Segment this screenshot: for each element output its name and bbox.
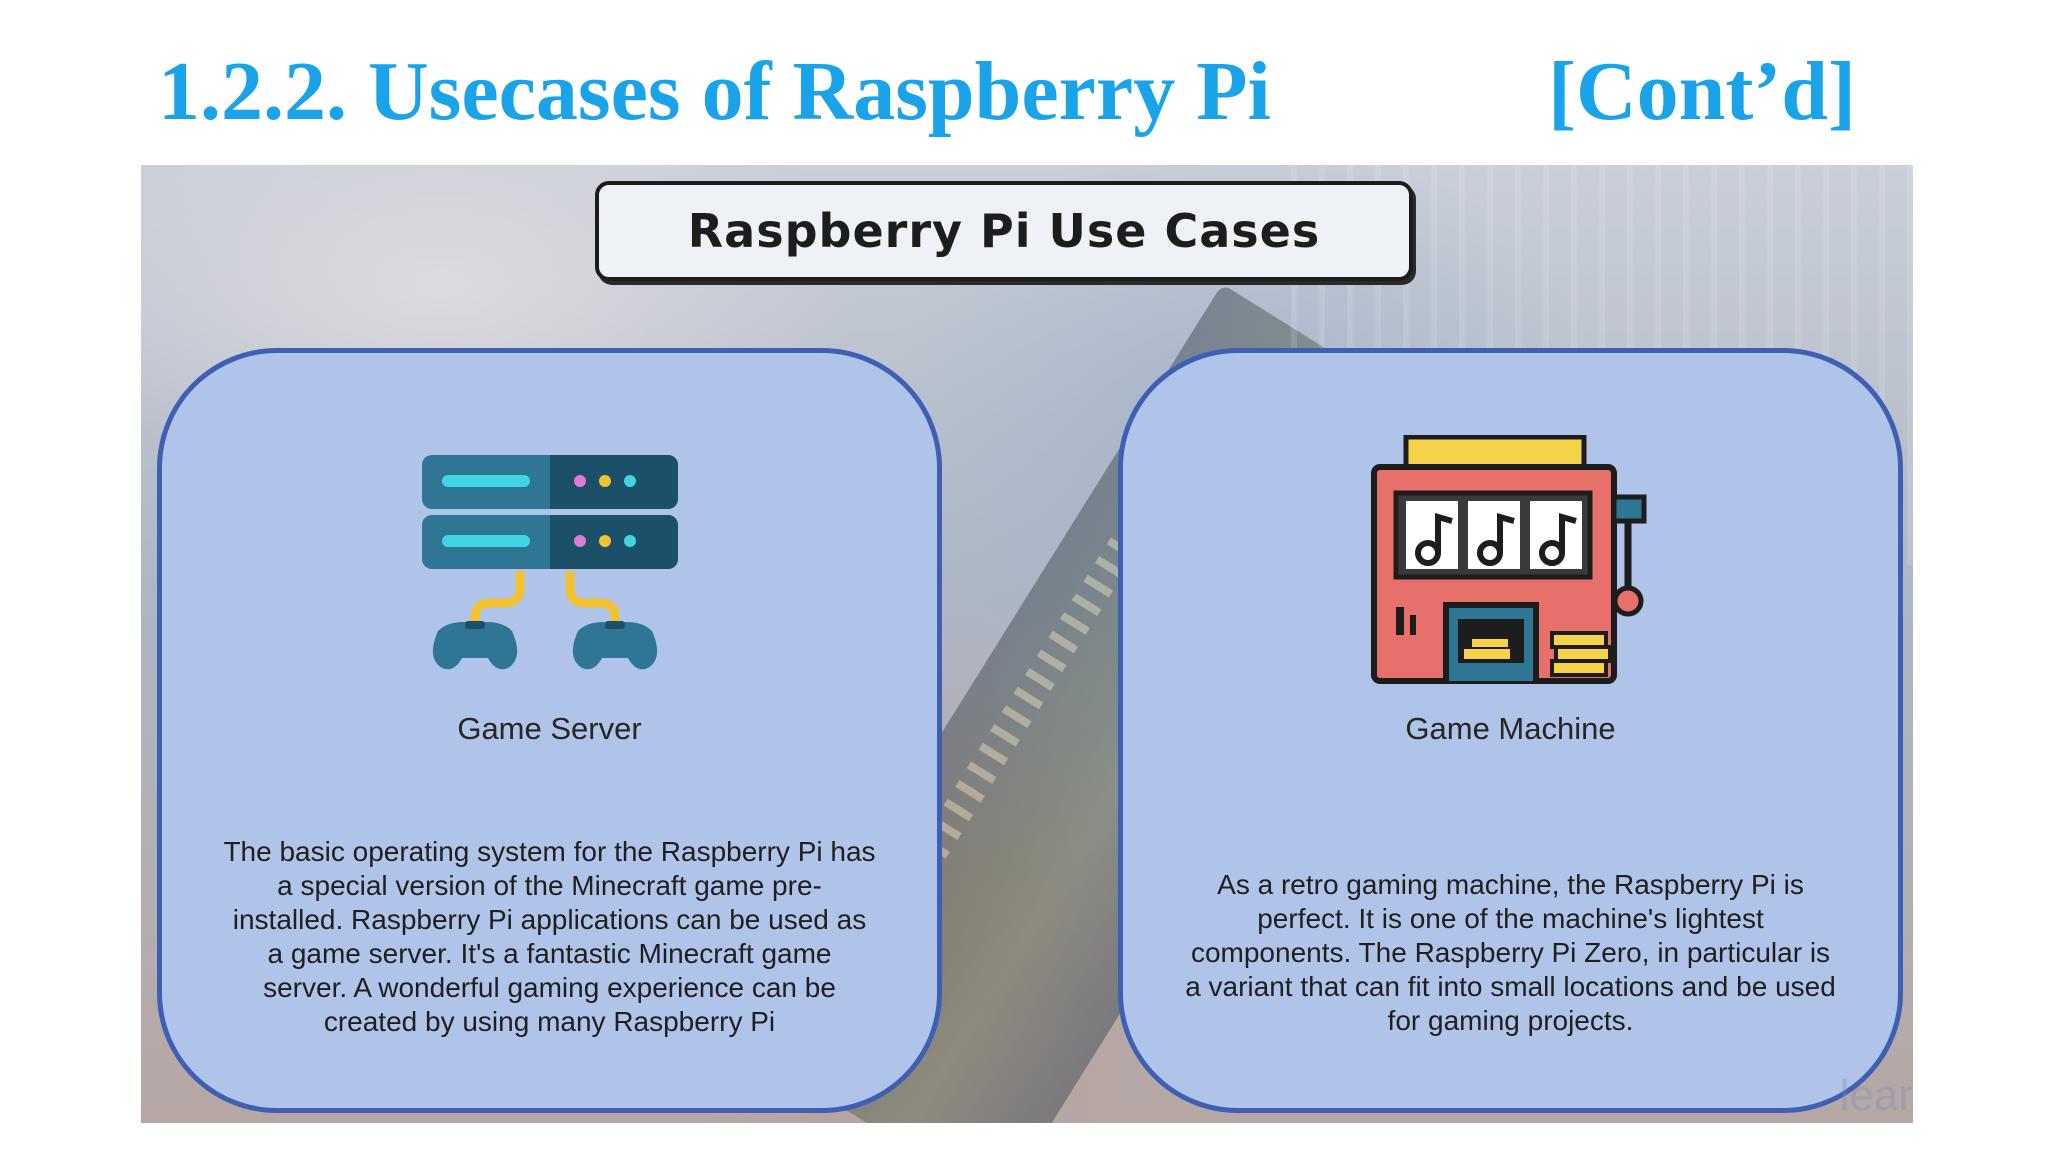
game-server-icon: [420, 453, 680, 678]
game-server-card: Game Server The basic operating system f…: [157, 348, 942, 1113]
game-server-label: Game Server: [457, 711, 642, 746]
panel-header: Raspberry Pi Use Cases: [595, 181, 1413, 281]
panel-header-text: Raspberry Pi Use Cases: [687, 204, 1321, 258]
game-machine-card: Game Machine As a retro gaming machine, …: [1118, 348, 1903, 1113]
slot-machine-icon: [1366, 434, 1656, 690]
use-cases-panel: Raspberry Pi Use Cases: [141, 165, 1913, 1123]
game-machine-label: Game Machine: [1405, 711, 1616, 746]
slide-title: 1.2.2. Usecases of Raspberry Pi: [158, 45, 1271, 138]
slide-continued-label: [Cont’d]: [1548, 45, 1856, 138]
game-server-description: The basic operating system for the Raspb…: [223, 836, 876, 1037]
game-machine-description: As a retro gaming machine, the Raspberry…: [1185, 869, 1836, 1036]
watermark-logo: lear: [1839, 1071, 1913, 1120]
